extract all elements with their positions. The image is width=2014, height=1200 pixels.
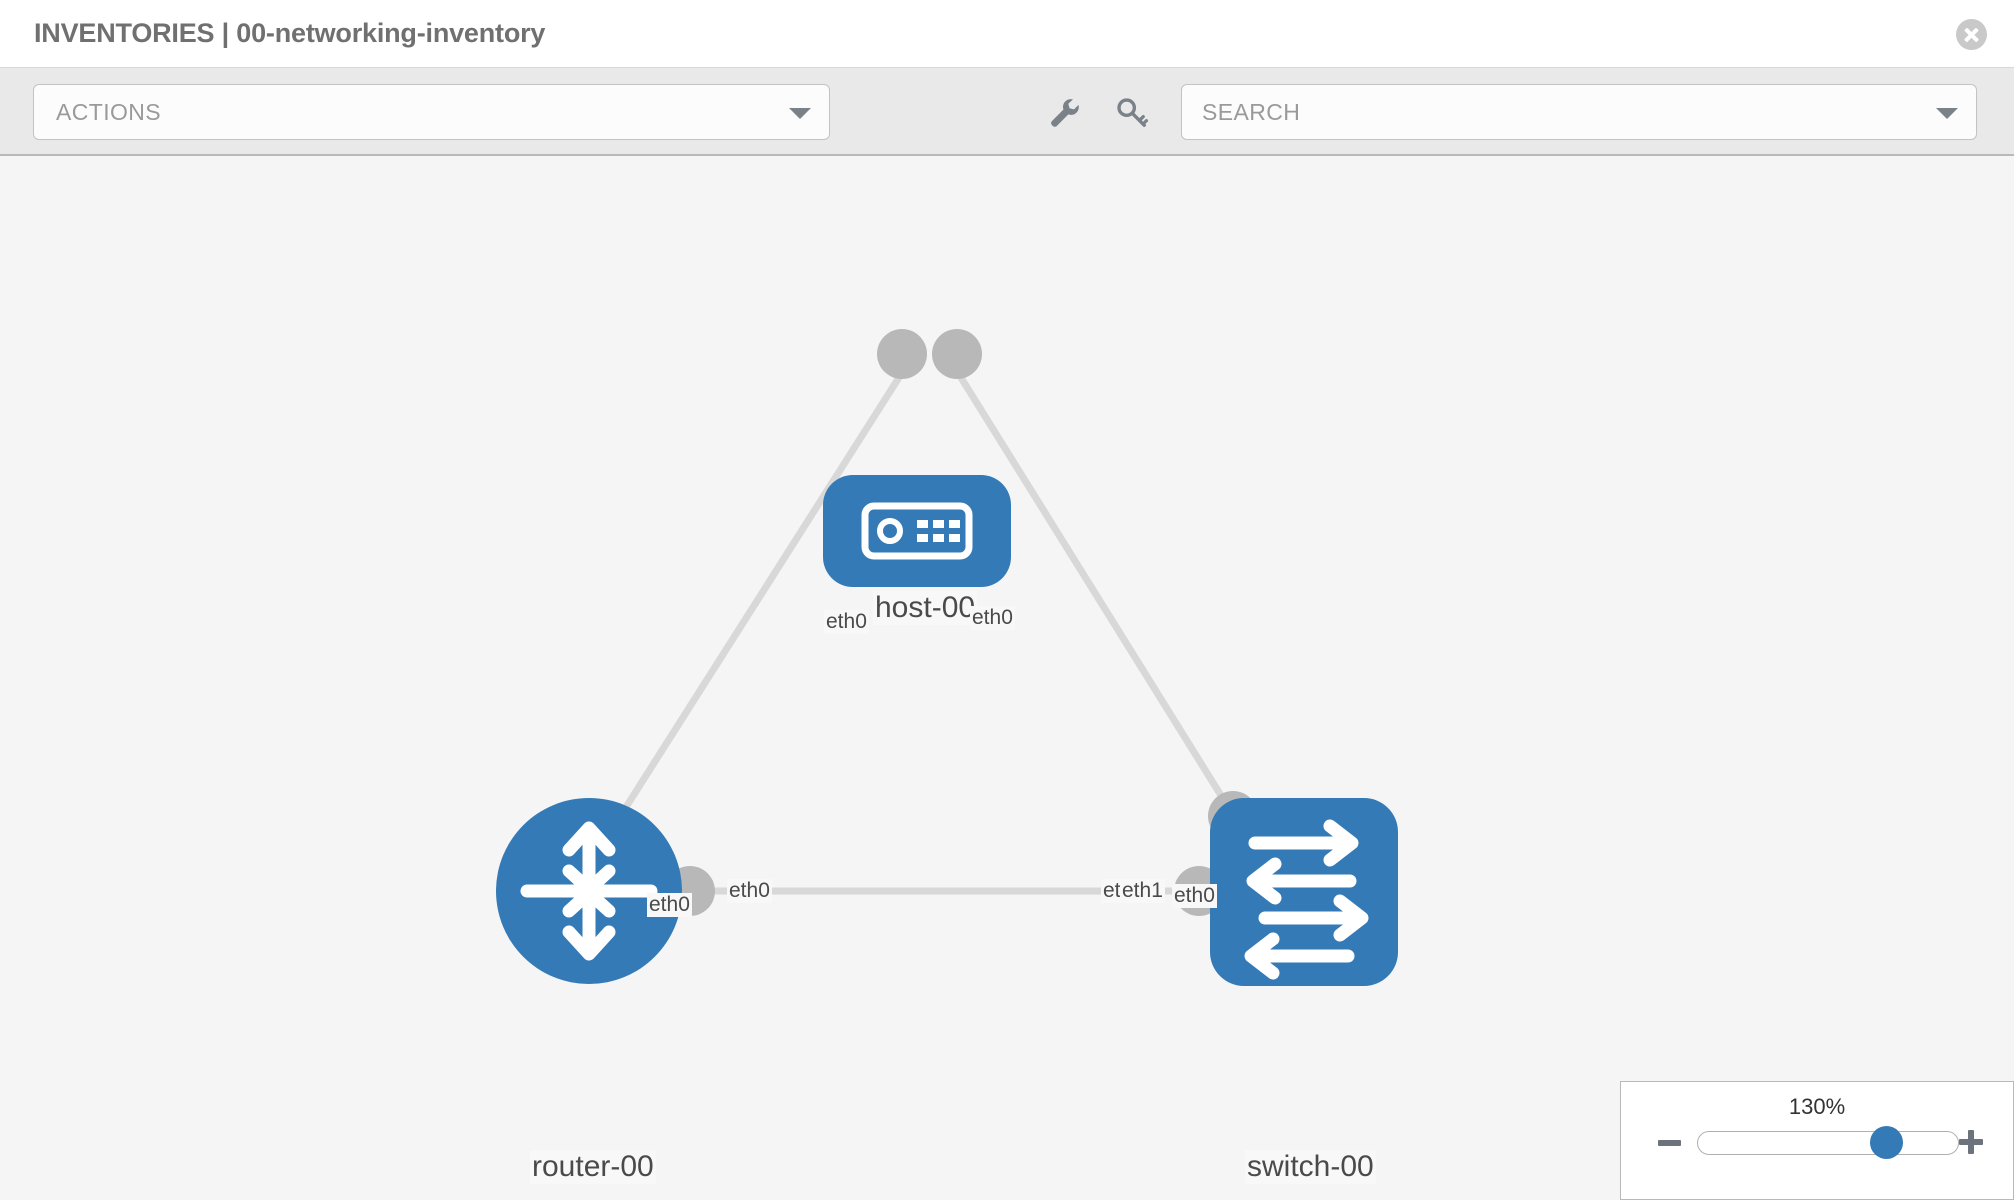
iface-label-switch-up: eth0 [1172, 884, 1217, 908]
router-arrows-icon [520, 821, 658, 961]
node-label-router-00: router-00 [530, 1150, 656, 1184]
chevron-down-icon [789, 108, 811, 119]
close-icon[interactable] [1956, 19, 1987, 50]
iface-label-host-right: eth0 [970, 606, 1015, 630]
topology-canvas[interactable]: host-00 router-00 switch-00 eth0 eth0 et… [0, 158, 2014, 1200]
switch-arrows-icon [1244, 819, 1369, 980]
zoom-control-panel: 130% [1620, 1081, 2014, 1200]
link-host-switch [952, 366, 1238, 820]
node-host-00 [823, 475, 1011, 587]
connector-host-left [877, 329, 927, 379]
actions-dropdown[interactable]: ACTIONS [33, 84, 830, 140]
iface-label-host-left: eth0 [824, 610, 869, 634]
node-label-host-00: host-00 [873, 591, 978, 625]
chevron-down-icon [1936, 108, 1958, 119]
node-router-00 [496, 798, 682, 984]
link-host-router [597, 366, 908, 850]
server-icon [861, 502, 973, 560]
page-header: INVENTORIES | 00-networking-inventory [0, 0, 2014, 68]
actions-dropdown-label: ACTIONS [56, 99, 162, 125]
zoom-percent-label: 130% [1788, 1094, 1846, 1119]
node-label-switch-00: switch-00 [1245, 1150, 1376, 1184]
topology-graph [496, 329, 1398, 986]
iface-label-router-up: eth0 [647, 893, 692, 917]
node-switch-00 [1210, 798, 1398, 986]
search-placeholder: SEARCH [1202, 99, 1301, 125]
iface-label-switch-left-eth1: eth1 [1120, 879, 1165, 903]
page-title: INVENTORIES | 00-networking-inventory [34, 18, 546, 48]
search-input[interactable]: SEARCH [1181, 84, 1977, 140]
zoom-slider-thumb[interactable] [1870, 1126, 1903, 1159]
iface-label-router-right: eth0 [727, 879, 772, 903]
connector-host-right [932, 329, 982, 379]
wrench-icon[interactable] [1047, 96, 1081, 130]
key-icon[interactable] [1115, 96, 1149, 130]
zoom-out-button[interactable] [1658, 1140, 1681, 1146]
zoom-in-button[interactable] [1959, 1130, 1983, 1154]
zoom-slider[interactable] [1697, 1126, 1959, 1159]
toolbar: ACTIONS SEARCH [0, 68, 2014, 156]
